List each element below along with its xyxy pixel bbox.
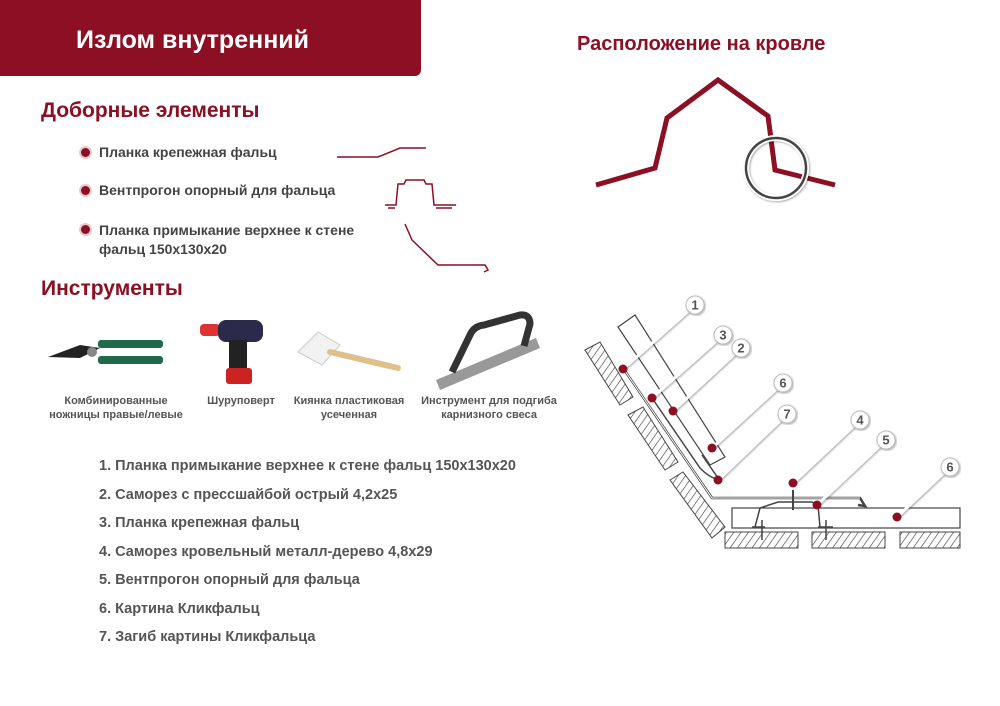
title-banner: Излом внутренний bbox=[0, 0, 421, 76]
legend-item: 2. Саморез с прессшайбой острый 4,2х25 bbox=[99, 486, 398, 503]
caption-line: усеченная bbox=[320, 409, 378, 421]
accessories-title: Доборные элементы bbox=[41, 99, 260, 122]
callout-bubble bbox=[731, 338, 751, 358]
callout-dot bbox=[812, 500, 822, 510]
caption-line: Киянка пластиковая bbox=[293, 395, 405, 407]
callout-dot bbox=[707, 443, 717, 453]
tool-caption: Инструмент для подгиба карнизного свеса bbox=[414, 394, 564, 422]
callout-dot bbox=[647, 393, 657, 403]
callout-number: 1 bbox=[691, 298, 698, 313]
callout-dot bbox=[618, 364, 628, 374]
bullet-icon bbox=[81, 186, 90, 195]
callout-number: 7 bbox=[783, 407, 790, 422]
accessory-item-line: фальц 150х130х20 bbox=[99, 241, 227, 257]
caption-line: карнизного свеса bbox=[441, 409, 537, 421]
callout-dot bbox=[668, 406, 678, 416]
tool-caption: Комбинированные ножницы правые/левые bbox=[36, 394, 196, 422]
mallet-icon bbox=[297, 331, 401, 371]
vent-purlin-profile-icon bbox=[385, 179, 456, 209]
bullet-icon bbox=[81, 225, 90, 234]
accessory-item-line: Планка примыкание верхнее к стене bbox=[99, 222, 355, 238]
accessory-item: Планка крепежная фальц bbox=[99, 144, 277, 160]
roof-location-title: Расположение на кровле bbox=[577, 33, 826, 55]
callout-bubble bbox=[773, 373, 793, 393]
caption-line: Комбинированные bbox=[64, 395, 168, 407]
callout-bubble bbox=[850, 410, 870, 430]
callout-number: 2 bbox=[737, 341, 744, 356]
legend-item: 7. Загиб картины Кликфальца bbox=[99, 629, 316, 645]
legend-item: 6. Картина Кликфальц bbox=[99, 600, 260, 617]
wall-abutment-profile-icon bbox=[404, 223, 490, 273]
callout-dot bbox=[713, 475, 723, 485]
caption-line: Инструмент для подгиба bbox=[421, 395, 557, 407]
shears-icon bbox=[48, 340, 163, 364]
callouts: 1 32 6 7 4 5 6 bbox=[618, 295, 960, 522]
callout-number: 6 bbox=[946, 460, 953, 475]
callout-bubble bbox=[713, 325, 733, 345]
roof-location-diagram bbox=[595, 76, 836, 201]
legend-item: 1. Планка примыкание верхнее к стене фал… bbox=[99, 458, 516, 474]
section-diagram bbox=[584, 314, 961, 549]
callout-bubble bbox=[940, 457, 960, 477]
callout-dot bbox=[892, 512, 902, 522]
tool-caption: Шуруповерт bbox=[196, 394, 286, 408]
callout-leaders bbox=[622, 303, 952, 519]
page-title: Излом внутренний bbox=[76, 26, 310, 54]
legend-item: 3. Планка крепежная фальц bbox=[99, 515, 300, 531]
tool-caption: Киянка пластиковая усеченная bbox=[284, 394, 414, 422]
caption-line: ножницы правые/левые bbox=[49, 409, 183, 421]
legend-item: 5. Вентпрогон опорный для фальца bbox=[99, 572, 360, 588]
tools-title: Инструменты bbox=[41, 277, 183, 300]
callout-bubble bbox=[777, 404, 797, 424]
callout-number: 6 bbox=[779, 376, 786, 391]
bending-tool-icon bbox=[436, 311, 540, 390]
legend-item: 4. Саморез кровельный металл-дерево 4,8х… bbox=[99, 543, 433, 560]
callout-number: 3 bbox=[719, 328, 726, 343]
fastening-strip-profile-icon bbox=[337, 147, 426, 158]
callout-bubble bbox=[876, 430, 896, 450]
legend-list: 1. Планка примыкание верхнее к стене фал… bbox=[99, 458, 516, 658]
accessory-item: Вентпрогон опорный для фальца bbox=[99, 182, 336, 198]
caption-line: Шуруповерт bbox=[207, 395, 275, 407]
bullet-icon bbox=[81, 148, 90, 157]
callout-number: 5 bbox=[882, 433, 889, 448]
callout-dot bbox=[788, 478, 798, 488]
accessory-item: Планка примыкание верхнее к стене фальц … bbox=[99, 221, 354, 259]
callout-number: 4 bbox=[856, 413, 864, 428]
drill-icon bbox=[200, 320, 263, 384]
callout-bubble bbox=[685, 295, 705, 315]
